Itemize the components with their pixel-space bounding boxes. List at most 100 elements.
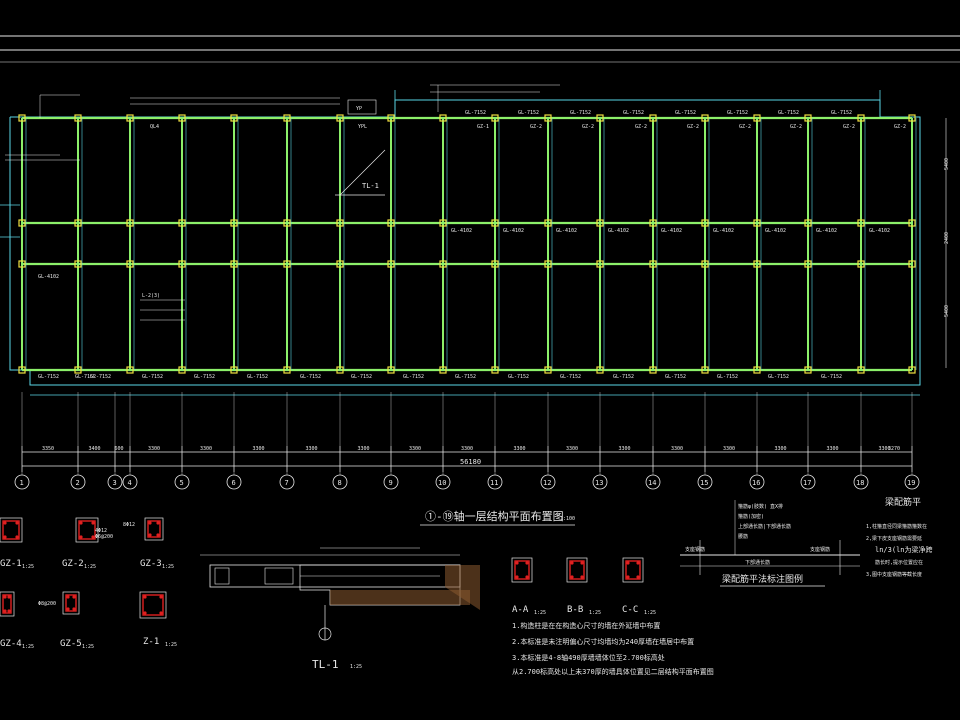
column-10-3 — [491, 366, 499, 374]
detail-bar-gz5-3 — [72, 607, 76, 611]
beam-label-bot-16: GL-7152 — [821, 374, 842, 380]
dim-5: 3300 — [253, 446, 265, 452]
detail-stirrup-b — [569, 560, 585, 580]
column-9-2 — [439, 260, 447, 268]
detail-bar-c-0 — [626, 561, 630, 565]
beam-label-bot-2: GL-7152 — [90, 374, 111, 380]
beam-label-top-1: GL-7152 — [518, 110, 539, 116]
stair-area: TL-1 YP YPL — [335, 99, 386, 196]
detail-rebar-3: Φ8@200 — [38, 601, 56, 607]
detail-bar-gz4-0 — [3, 595, 7, 599]
detail-bar-gz1-3 — [15, 535, 19, 539]
column-11-0 — [544, 114, 552, 122]
dim-18: 3270 — [888, 446, 900, 452]
total-dimension: 56180 — [460, 458, 481, 466]
beam-label-top-4: GL-7152 — [675, 110, 696, 116]
bar-note: L-2(3) — [142, 293, 160, 299]
beam-label-mid-5: GL-4102 — [713, 228, 734, 234]
beam-label-bot-13: GL-7152 — [665, 374, 686, 380]
column-tag-7: GZ-2 — [843, 124, 855, 130]
column-11-1 — [544, 219, 552, 227]
beam-label-mid-1: GL-4102 — [503, 228, 524, 234]
column-tag-0: GZ-1 — [477, 124, 489, 130]
column-tag-5: GZ-2 — [739, 124, 751, 130]
legend-title: 梁配筋平法标注图例 — [722, 573, 803, 585]
detail-scale-a: 1:25 — [534, 610, 546, 616]
dim-17: 3300 — [879, 446, 891, 452]
column-11-3 — [544, 366, 552, 374]
column-15-0 — [753, 114, 761, 122]
detail-box-c — [622, 557, 644, 583]
column-tag-4: GZ-2 — [687, 124, 699, 130]
column-8-2 — [387, 260, 395, 268]
dim-7: 3300 — [358, 446, 370, 452]
right-dim-2: 5400 — [944, 305, 950, 317]
column-3-1 — [126, 219, 134, 227]
legend-item-5: 支座钢筋 — [685, 546, 705, 553]
detail-box-gz5 — [62, 591, 80, 615]
plan-title: ①-⑲轴一层结构平面布置图 — [425, 509, 564, 523]
tl1-label: TL-1 — [312, 658, 339, 671]
column-6-2 — [283, 260, 291, 268]
column-3-0 — [126, 114, 134, 122]
beam-label-top-3: GL-7152 — [623, 110, 644, 116]
beam-label-bot-14: GL-7152 — [717, 374, 738, 380]
axis-label-13: 14 — [648, 479, 656, 487]
detail-box-gz1 — [0, 517, 23, 543]
column-16-3 — [804, 366, 812, 374]
dim-13: 3300 — [671, 446, 683, 452]
axis-bubble-6 — [279, 474, 295, 490]
axis-label-11: 12 — [543, 479, 551, 487]
detail-stirrup-gz1 — [2, 520, 20, 540]
column-5-3 — [230, 366, 238, 374]
axis-label-16: 17 — [803, 479, 811, 487]
axis-label-7: 8 — [338, 479, 342, 487]
column-14-3 — [701, 366, 709, 374]
tl1-section-detail: TL-1 1:25 — [200, 547, 480, 671]
detail-bar-b-0 — [570, 561, 574, 565]
axis-label-17: 18 — [856, 479, 864, 487]
detail-box-gz2 — [75, 517, 99, 543]
detail-bar-c-1 — [636, 561, 640, 565]
beam-label-bot-11: GL-7152 — [560, 374, 581, 380]
beam-label-top-2: GL-7152 — [570, 110, 591, 116]
legend-item-7: 支座钢筋 — [810, 546, 830, 553]
column-9-3 — [439, 366, 447, 374]
note-2: 2,梁下皮支座钢筋需要延 — [866, 535, 922, 542]
detail-bar-gz1-1 — [15, 521, 19, 525]
axis-label-15: 16 — [752, 479, 760, 487]
axis-bubble-9 — [435, 474, 451, 490]
column-tag-1: GZ-2 — [530, 124, 542, 130]
column-12-3 — [596, 366, 604, 374]
axis-label-8: 9 — [389, 479, 393, 487]
column-12-0 — [596, 114, 604, 122]
column-18-3 — [908, 366, 916, 374]
axis-label-18: 19 — [907, 479, 915, 487]
detail-box-b — [566, 557, 588, 583]
axis-bubble-11 — [540, 474, 556, 490]
detail-bar-gz5-2 — [66, 607, 70, 611]
axis-bubble-7 — [332, 474, 348, 490]
axis-label-10: 11 — [490, 479, 498, 487]
column-tag-6: GZ-2 — [790, 124, 802, 130]
column-4-2 — [178, 260, 186, 268]
column-0-3 — [18, 366, 26, 374]
column-11-2 — [544, 260, 552, 268]
detail-bar-gz2-3 — [91, 535, 95, 539]
beam-label-bot-3: GL-7152 — [142, 374, 163, 380]
axis-bubble-8 — [383, 474, 399, 490]
column-10-0 — [491, 114, 499, 122]
note-5: 3,图中支座钢筋等截长度 — [866, 571, 922, 578]
detail-bar-a-3 — [525, 575, 529, 579]
dim-1: 3400 — [89, 446, 101, 452]
column-15-3 — [753, 366, 761, 374]
column-1-2 — [74, 260, 82, 268]
column-18-1 — [908, 219, 916, 227]
detail-bar-b-2 — [570, 575, 574, 579]
detail-rebar-2: 8Φ12 — [123, 522, 135, 528]
